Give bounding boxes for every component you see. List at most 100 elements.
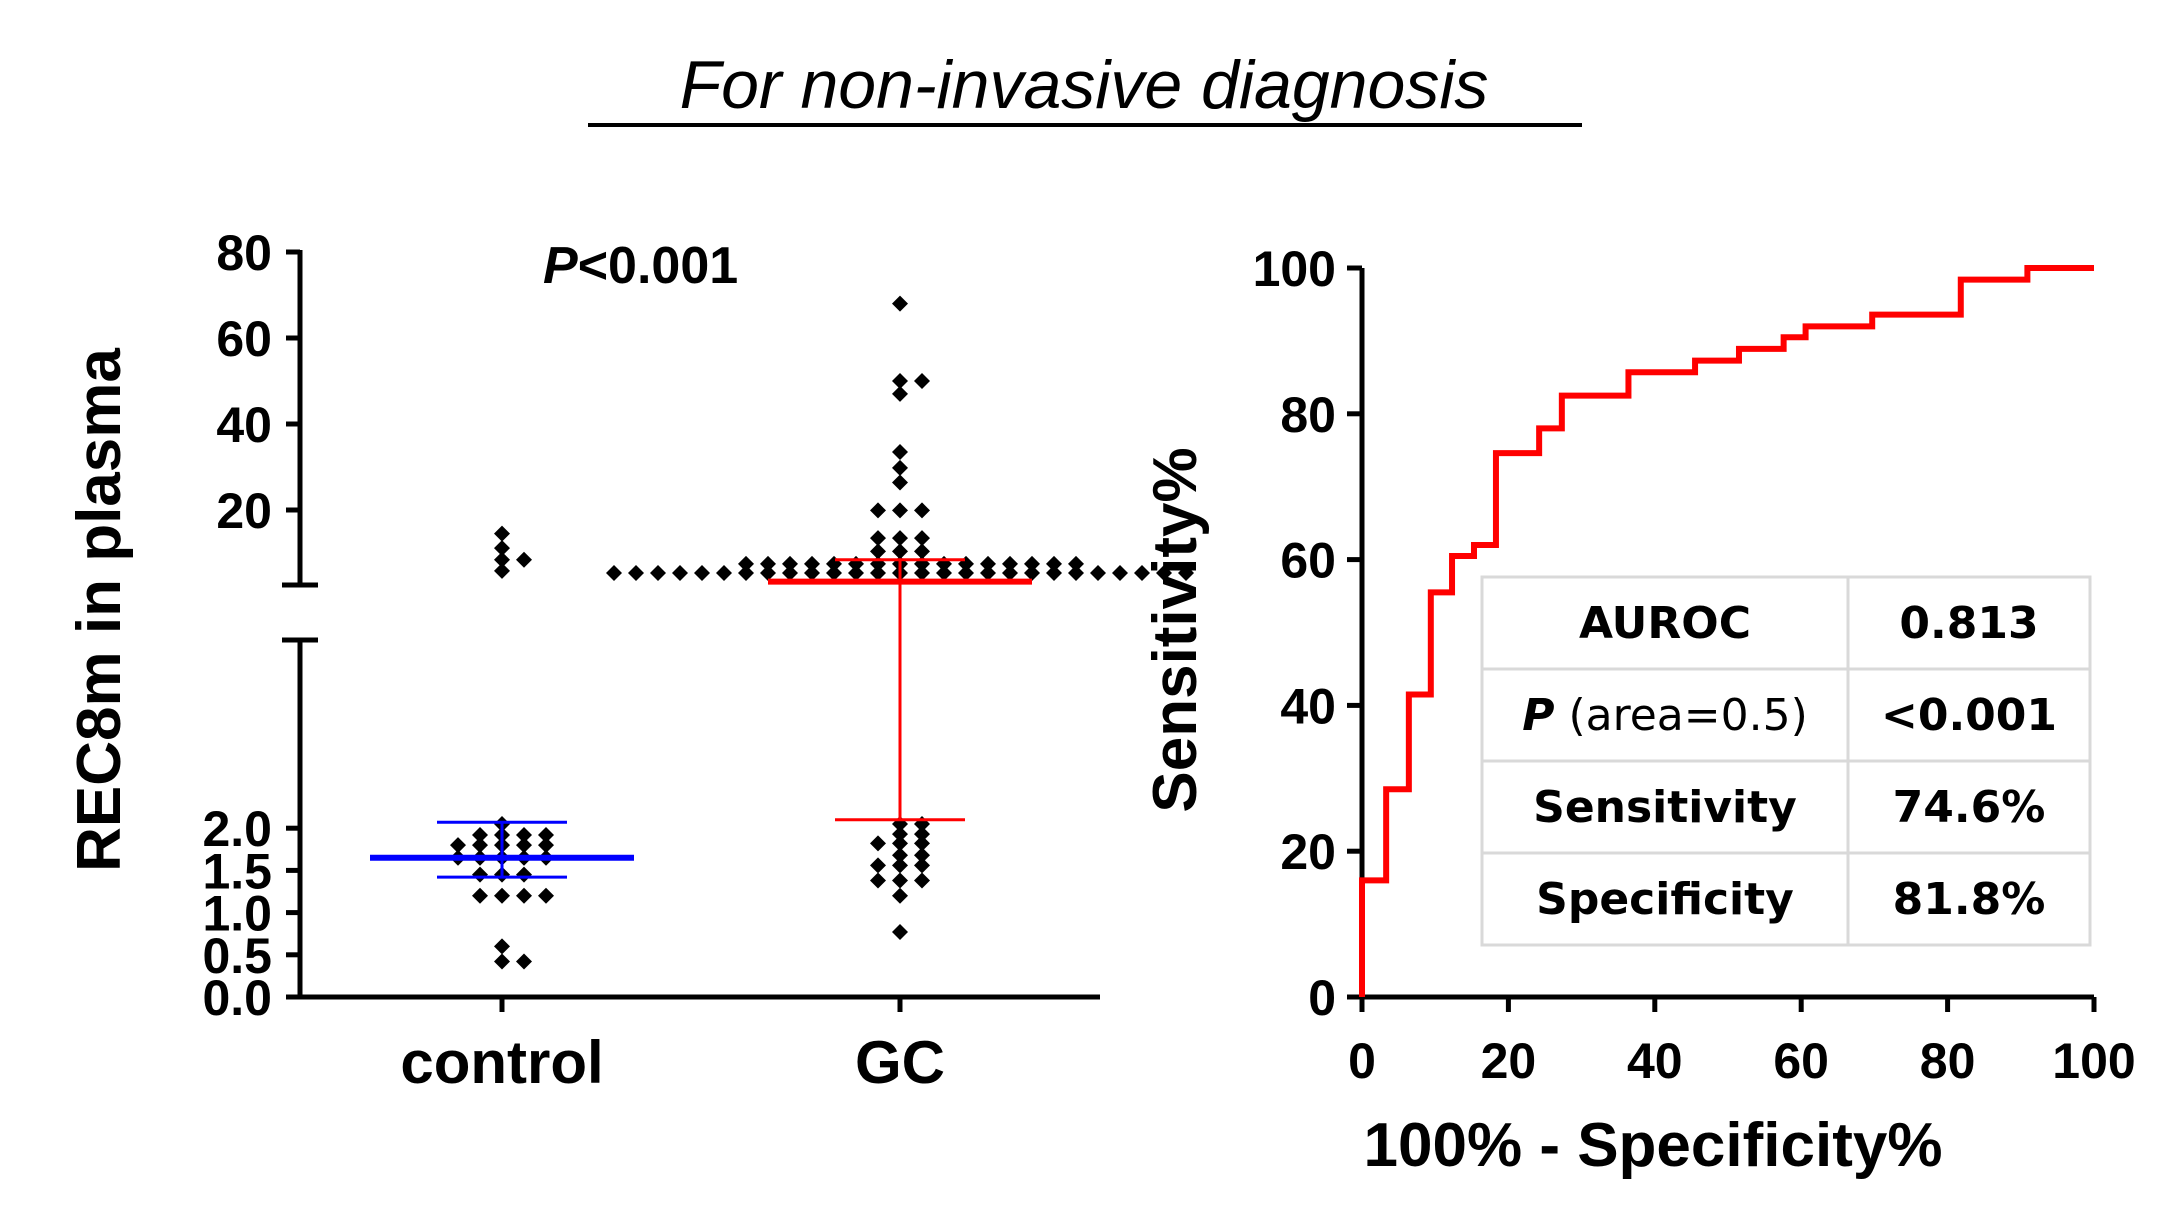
data-point <box>1002 564 1018 581</box>
x-tick-label: 60 <box>1773 1033 1829 1089</box>
y-tick-label: 0 <box>1308 970 1336 1026</box>
data-point <box>450 837 466 854</box>
data-point <box>892 502 908 519</box>
data-point <box>782 555 798 572</box>
dot-plot-summary-bars <box>370 558 1032 879</box>
data-point <box>672 564 688 581</box>
y-tick-label: 20 <box>1280 824 1336 880</box>
data-point <box>494 540 510 557</box>
data-point <box>494 525 510 542</box>
data-point <box>980 555 996 572</box>
data-point <box>472 866 488 883</box>
roc-ylabel: Sensitivity% <box>1141 447 1210 812</box>
data-point <box>538 837 554 854</box>
table-label: P (area=0.5) <box>1522 690 1808 741</box>
data-point <box>538 826 554 843</box>
data-point <box>716 564 732 581</box>
data-point <box>472 887 488 904</box>
x-tick-label: 100 <box>2052 1033 2135 1089</box>
table-label: Specificity <box>1536 874 1794 925</box>
data-point <box>914 857 930 874</box>
data-point <box>892 443 908 460</box>
data-point <box>914 543 930 560</box>
data-point <box>472 826 488 843</box>
data-point <box>958 564 974 581</box>
dot-plot-points <box>450 295 1194 970</box>
y-tick-label: 80 <box>216 225 272 281</box>
category-label: GC <box>855 1029 945 1096</box>
y-tick-label: 2.0 <box>202 801 272 857</box>
data-point <box>782 564 798 581</box>
roc-curve <box>1359 265 2094 997</box>
data-point <box>694 564 710 581</box>
data-point <box>914 564 930 581</box>
data-point <box>516 837 532 854</box>
y-tick-label: 0.0 <box>202 970 272 1026</box>
data-point <box>892 924 908 941</box>
category-label: control <box>400 1029 603 1096</box>
data-point <box>914 373 930 389</box>
table-label-prefix: P <box>1522 690 1554 741</box>
data-point <box>606 564 622 581</box>
table-value: 0.813 <box>1899 598 2038 649</box>
data-point <box>892 385 908 402</box>
data-point <box>538 887 554 904</box>
data-point <box>892 543 908 560</box>
x-tick-label: 40 <box>1627 1033 1683 1089</box>
data-point <box>914 847 930 864</box>
y-tick-label: 40 <box>216 397 272 453</box>
y-tick-label: 0.5 <box>202 928 272 984</box>
data-point <box>914 835 930 852</box>
data-point <box>980 564 996 581</box>
data-point <box>516 551 532 568</box>
data-point <box>936 564 952 581</box>
data-point <box>914 530 930 547</box>
table-value: <0.001 <box>1881 690 2057 741</box>
table-label: Sensitivity <box>1533 782 1797 833</box>
data-point <box>516 887 532 904</box>
data-point <box>870 835 886 852</box>
data-point <box>804 555 820 572</box>
dot-plot-ylabel: REC8m in plasma <box>65 348 134 872</box>
table-value: 81.8% <box>1893 874 2046 925</box>
table-label-text: (area=0.5) <box>1554 690 1807 741</box>
data-point <box>494 953 510 970</box>
data-point <box>1068 564 1084 581</box>
y-tick-label: 1.5 <box>202 843 272 899</box>
dot-plot: REC8m in plasma 0.00.51.01.52.020406080c… <box>65 225 1194 1096</box>
data-point <box>1178 564 1194 581</box>
data-point <box>892 373 908 389</box>
data-point <box>1156 564 1172 581</box>
data-point <box>1024 564 1040 581</box>
data-point <box>870 857 886 874</box>
data-point <box>516 866 532 883</box>
data-point <box>892 857 908 874</box>
data-point <box>892 530 908 547</box>
data-point <box>804 564 820 581</box>
data-point <box>1134 564 1150 581</box>
data-point <box>760 564 776 581</box>
y-tick-label: 60 <box>1280 533 1336 589</box>
data-point <box>848 564 864 581</box>
data-point <box>892 835 908 852</box>
data-point <box>1024 555 1040 572</box>
figure-title: For non-invasive diagnosis <box>680 47 1489 123</box>
data-point <box>494 938 510 955</box>
data-point <box>870 872 886 889</box>
data-point <box>1002 555 1018 572</box>
y-tick-label: 40 <box>1280 678 1336 734</box>
data-point <box>1112 564 1128 581</box>
x-tick-label: 0 <box>1348 1033 1376 1089</box>
data-point <box>914 872 930 889</box>
data-point <box>870 564 886 581</box>
y-tick-label: 100 <box>1253 241 1336 297</box>
dot-plot-annotation: P<0.001 <box>543 237 738 295</box>
data-point <box>914 826 930 843</box>
table-label: AUROC <box>1579 598 1751 649</box>
data-point <box>892 872 908 889</box>
data-point <box>760 555 776 572</box>
data-point <box>738 555 754 572</box>
